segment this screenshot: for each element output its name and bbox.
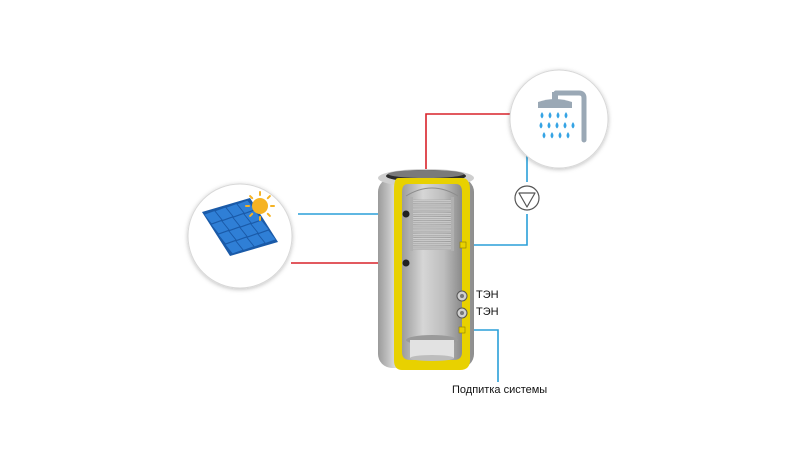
shower-bubble bbox=[509, 69, 609, 169]
heater-1-label: ТЭН bbox=[476, 289, 499, 301]
sun-icon bbox=[245, 191, 275, 221]
hot-water-port bbox=[459, 241, 467, 249]
heater-element-1 bbox=[456, 290, 468, 302]
storage-tank bbox=[378, 169, 474, 370]
circulation-return-pipe bbox=[462, 214, 528, 246]
heat-exchanger-coil bbox=[410, 197, 454, 251]
system-feed-port bbox=[458, 326, 466, 334]
solar-supply-port bbox=[402, 210, 410, 218]
shower-icon bbox=[538, 90, 587, 143]
solar-return-port bbox=[402, 259, 410, 267]
hot-water-outlet-pipe bbox=[425, 113, 518, 178]
circulation-pump-icon bbox=[514, 185, 540, 211]
system-feed-label: Подпитка системы bbox=[452, 384, 548, 396]
heater-element-2 bbox=[456, 307, 468, 319]
heater-2-label: ТЭН bbox=[476, 306, 499, 318]
